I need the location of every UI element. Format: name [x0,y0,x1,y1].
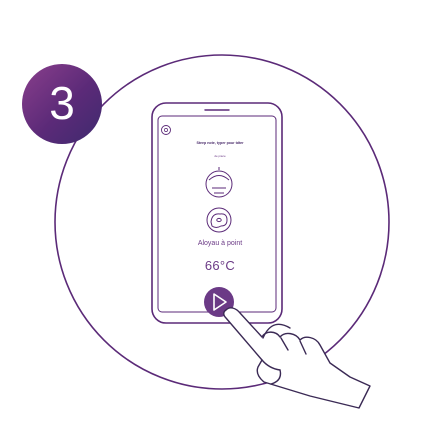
play-icon [213,293,227,311]
phone-mini-label: de pièce [214,154,226,158]
phone-hint-text: Steep note, typer pour tdter [196,141,244,145]
step-number: 3 [49,77,75,129]
doneness-label: Aloyau à point [197,240,243,247]
hand-icon [223,307,371,409]
grill-icon [205,167,233,198]
settings-icon [161,125,171,135]
outline-circle [54,54,390,390]
meat-icon [206,207,232,233]
step-badge: 3 [22,64,102,144]
temperature-value: 66°C [204,258,236,273]
